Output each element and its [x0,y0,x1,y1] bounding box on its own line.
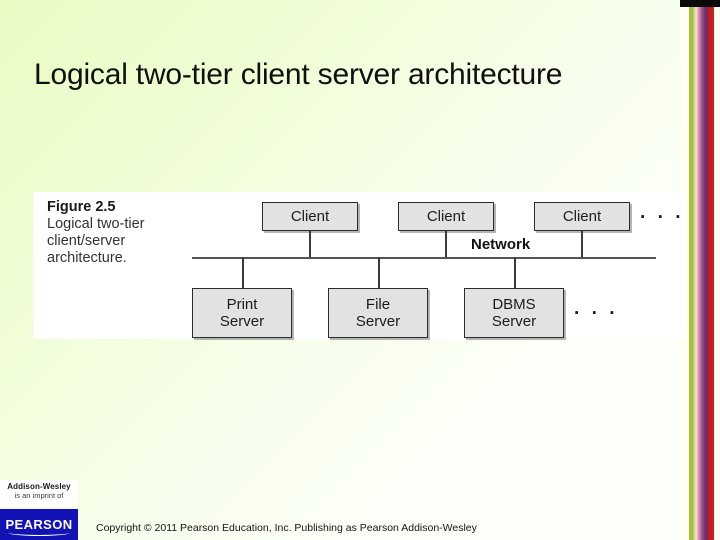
client-box-3: Client [534,202,630,231]
server-box-print-line2: Server [219,313,265,330]
page-title: Logical two-tier client server architect… [34,58,563,91]
figure-number: Figure 2.5 [47,199,116,215]
pearson-logo: PEARSON [0,509,78,540]
decorative-color-band [680,0,720,540]
client-box-2-label: Client [426,208,466,225]
server-box-file-line2: Server [355,313,401,330]
copyright-text: Copyright © 2011 Pearson Education, Inc.… [96,522,477,534]
band-color-stripes [689,0,714,540]
figure-caption-text: Logical two-tier client/server architect… [47,216,145,266]
server-box-print: Print Server [192,288,292,338]
server-box-dbms: DBMS Server [464,288,564,338]
server-row-ellipsis: · · · [574,303,619,324]
server-box-dbms-line1: DBMS [492,296,536,313]
client-2-connector [445,231,447,257]
figure-caption: Figure 2.5 Logical two-tier client/serve… [47,199,187,267]
network-label: Network [471,236,531,253]
imprint-subtitle: is an imprint of [14,491,64,500]
top-black-bar [680,0,720,7]
client-3-connector [581,231,583,257]
client-box-1: Client [262,202,358,231]
pearson-swoosh-icon [8,529,70,536]
server-3-connector [514,257,516,288]
client-box-3-label: Client [562,208,602,225]
client-box-2: Client [398,202,494,231]
imprint-brand: Addison-Wesley [7,482,71,491]
server-box-print-line1: Print [226,296,258,313]
server-box-file: File Server [328,288,428,338]
server-box-dbms-line2: Server [491,313,537,330]
server-box-file-line1: File [365,296,391,313]
server-2-connector [378,257,380,288]
server-1-connector [242,257,244,288]
imprint-block: Addison-Wesley is an imprint of [0,480,78,507]
client-row-ellipsis: · · · [640,207,685,228]
figure-panel: Figure 2.5 Logical two-tier client/serve… [33,192,685,339]
network-bus-line [192,257,656,259]
client-1-connector [309,231,311,257]
band-margin-right [714,0,720,540]
client-box-1-label: Client [290,208,330,225]
